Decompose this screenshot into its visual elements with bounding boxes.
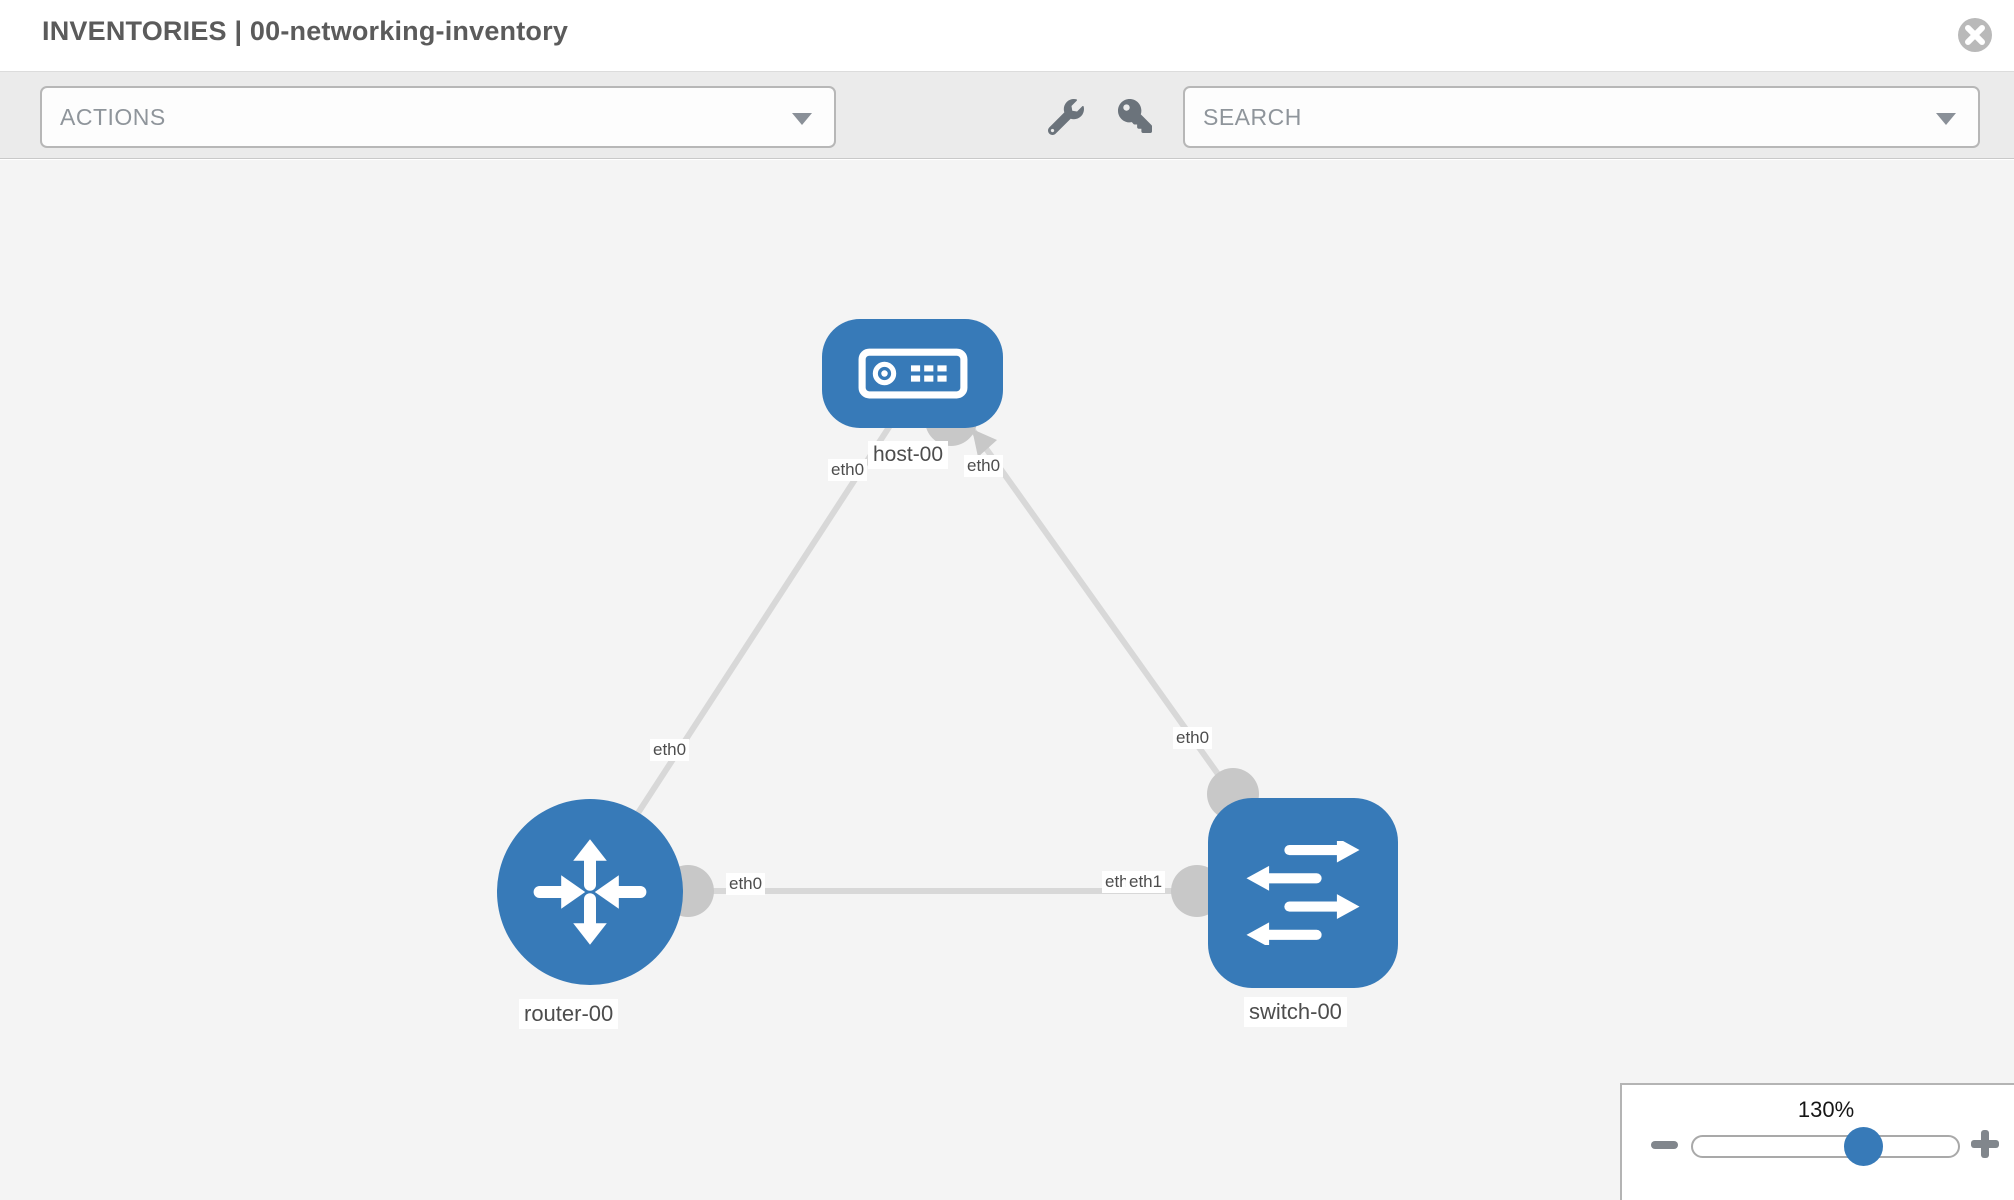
close-icon <box>1958 18 1992 52</box>
zoom-slider-thumb[interactable] <box>1844 1127 1883 1166</box>
node-switch-00[interactable] <box>1208 798 1398 988</box>
zoom-level: 130% <box>1797 1097 1855 1122</box>
router-arrows-icon <box>533 839 647 945</box>
key-button[interactable] <box>1118 99 1154 135</box>
interface-label-host-eth0: eth0 <box>828 459 868 481</box>
zoom-slider-track[interactable] <box>1691 1135 1960 1158</box>
chevron-down-icon <box>792 113 812 125</box>
chevron-down-icon <box>1936 113 1956 125</box>
search-dropdown-label: SEARCH <box>1203 103 1302 130</box>
connector-host-arrow <box>972 429 997 457</box>
page-title: INVENTORIES | 00-networking-inventory <box>42 16 569 46</box>
actions-dropdown-label: ACTIONS <box>60 103 166 130</box>
interface-label-router-eth0: eth0 <box>726 873 766 895</box>
interface-label-switch-eth1: eth1 <box>1126 871 1166 893</box>
switch-arrows-icon <box>1246 841 1360 945</box>
topology-links-layer <box>609 394 1259 917</box>
toolbar: ACTIONS SEARCH <box>0 71 2014 159</box>
close-button[interactable] <box>1956 16 1994 54</box>
server-icon <box>858 348 967 399</box>
zoom-out-button[interactable] <box>1651 1137 1678 1153</box>
page-header: INVENTORIES | 00-networking-inventory <box>0 0 2014 71</box>
node-label-switch-00: switch-00 <box>1244 997 1347 1027</box>
zoom-widget: 130% <box>1620 1083 2014 1200</box>
zoom-in-button[interactable] <box>1971 1130 1999 1158</box>
node-host-00[interactable] <box>822 319 1003 428</box>
interface-label-router-eth0: eth0 <box>650 739 690 761</box>
node-label-router-00: router-00 <box>519 999 619 1029</box>
search-dropdown[interactable]: SEARCH <box>1183 86 1980 148</box>
wrench-button[interactable] <box>1047 99 1084 136</box>
wrench-icon <box>1047 99 1084 136</box>
link-host-router[interactable] <box>609 419 896 855</box>
node-router-00[interactable] <box>497 799 683 985</box>
key-icon <box>1118 99 1152 133</box>
node-label-host-00: host-00 <box>868 441 949 469</box>
minus-icon <box>1651 1141 1678 1149</box>
interface-label-switch-eth0: eth0 <box>1173 727 1213 749</box>
interface-label-host-eth0: eth0 <box>964 455 1004 477</box>
topology-canvas[interactable]: eth0 eth0 eth0 eth0 eth0 eth1 eth1 host-… <box>0 160 2014 1200</box>
actions-dropdown[interactable]: ACTIONS <box>40 86 836 148</box>
